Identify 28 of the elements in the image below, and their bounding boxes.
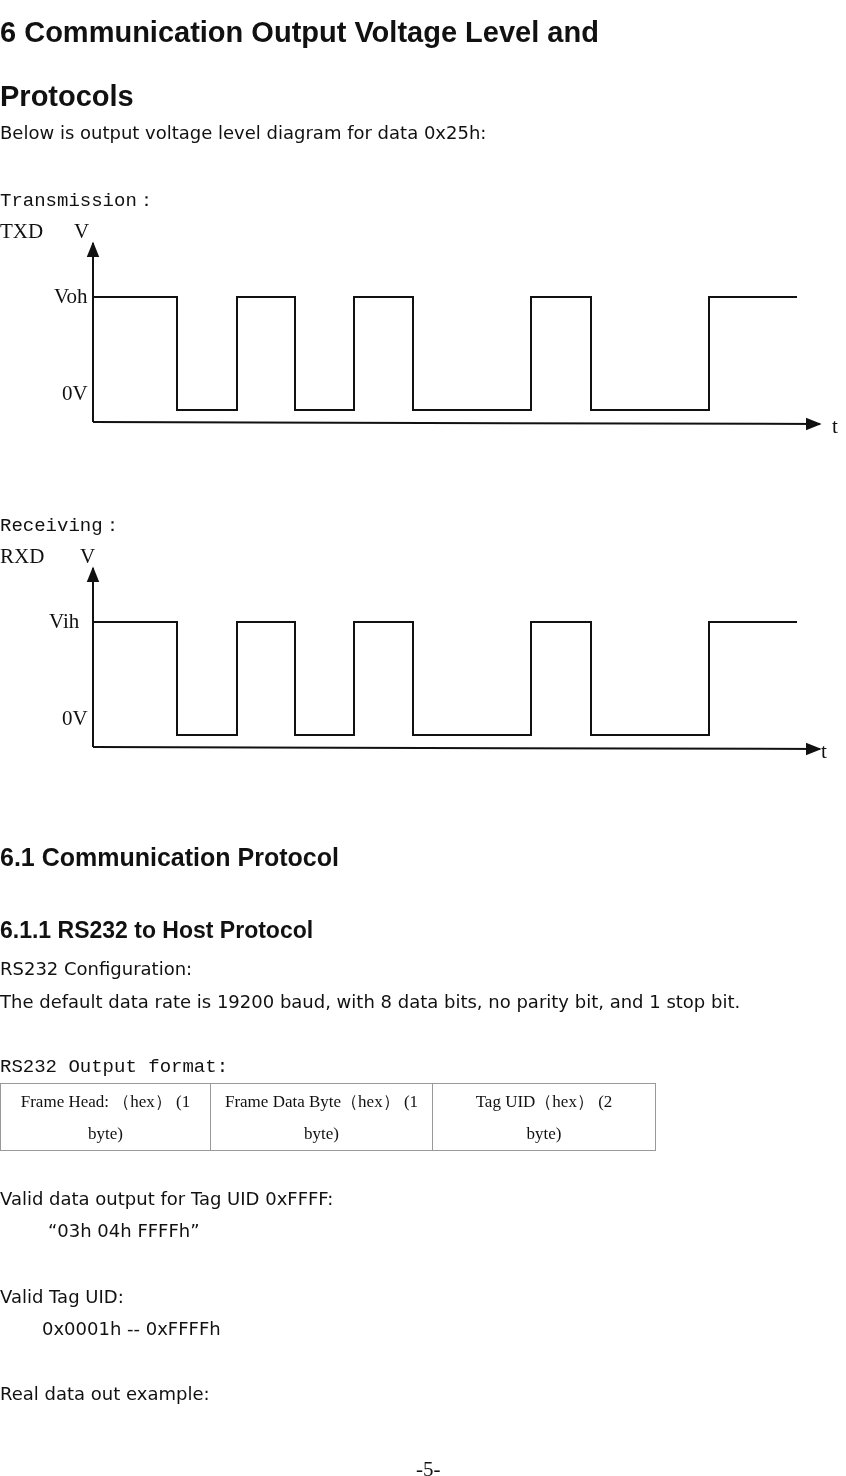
axis-label: V: [74, 219, 90, 244]
page-number: -5-: [416, 1457, 441, 1476]
signal-label: Receiving：: [0, 514, 122, 538]
signal-label: Transmission：: [0, 189, 156, 213]
level-label: 0V: [62, 381, 88, 406]
level-label: Vih: [49, 609, 80, 634]
body-text: Real data out example:: [0, 1383, 210, 1404]
section-heading: 6.1 Communication Protocol: [0, 843, 339, 872]
body-text: The default data rate is 19200 baud, with 8 data bits, no parity bit, and 1 stop bit.: [0, 991, 741, 1012]
level-label: 0V: [62, 706, 88, 731]
body-text: RS232 Configuration:: [0, 958, 193, 979]
axis-label: V: [80, 544, 96, 569]
body-text: 0x0001h -- 0xFFFFh: [42, 1318, 221, 1339]
section-heading: 6.1.1 RS232 to Host Protocol: [0, 917, 314, 944]
page-heading: 6 Communication Output Voltage Level and Protocols: [0, 15, 600, 114]
table-cell: Tag UID（hex） (2 byte): [432, 1083, 656, 1151]
body-text: Below is output voltage level diagram for data 0x25h:: [0, 122, 487, 143]
body-text: “03h 04h FFFFh”: [48, 1220, 200, 1241]
level-label: Voh: [54, 284, 88, 309]
axis-label: t: [821, 739, 827, 764]
table-cell: Frame Data Byte（hex） (1 byte): [210, 1083, 433, 1151]
signal-label: RXD: [0, 544, 45, 569]
body-text: Valid data output for Tag UID 0xFFFF:: [0, 1188, 334, 1209]
axis-label: t: [832, 414, 838, 439]
body-text: RS232 Output format:: [0, 1056, 229, 1078]
table-cell: Frame Head: （hex） (1 byte): [0, 1083, 211, 1151]
signal-label: TXD: [0, 219, 44, 244]
body-text: Valid Tag UID:: [0, 1286, 124, 1307]
